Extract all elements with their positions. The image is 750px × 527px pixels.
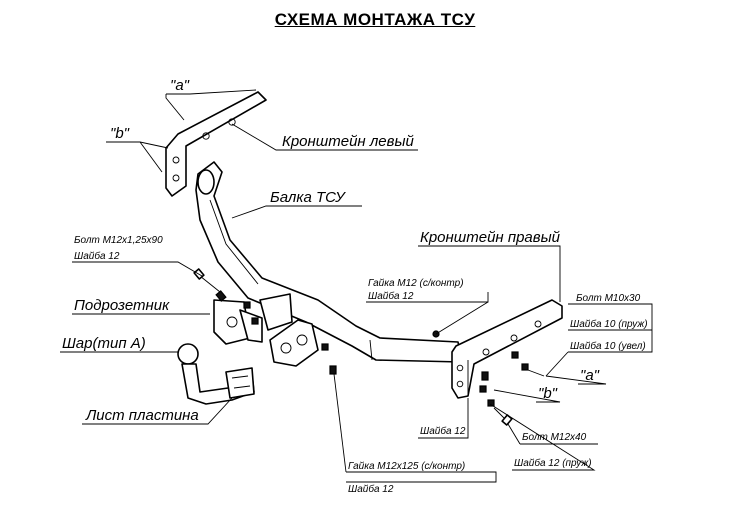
label-beam: Балка ТСУ (270, 189, 346, 206)
label-washer12-mid: Шайба 12 (368, 290, 414, 302)
label-bolt-m10x30: Болт М10х30 (576, 293, 641, 304)
label-nut-m12: Гайка М12 (с/контр) (368, 278, 464, 289)
left-bracket (165, 91, 267, 197)
label-bolt-m12x40: Болт М12х40 (522, 432, 587, 443)
label-nut-m12x125: Гайка М12х125 (с/контр) (348, 461, 465, 472)
labels: "а" "b" Кронштейн левый Балка ТСУ Кроншт… (62, 77, 648, 495)
label-ball: Шар(тип А) (62, 335, 146, 352)
label-socket-holder: Подрозетник (74, 297, 170, 314)
label-washer10-spring: Шайба 10 (пруж) (570, 318, 648, 330)
label-washer12-spring: Шайба 12 (пруж) (514, 457, 592, 469)
label-b-top: "b" (110, 125, 130, 142)
label-washer10-wide: Шайба 10 (увел) (570, 340, 646, 352)
tow-beam (195, 161, 463, 363)
label-bracket-right: Кронштейн правый (420, 229, 561, 246)
label-washer12-bottom: Шайба 12 (420, 425, 466, 437)
diagram-title: СХЕМА МОНТАЖА ТСУ (274, 10, 476, 29)
label-washer12-left: Шайба 12 (74, 250, 120, 262)
label-a-top: "а" (170, 77, 190, 94)
label-b-bottom: "b" (538, 385, 558, 402)
leader-lines (60, 89, 653, 483)
middle-mount (269, 319, 319, 367)
label-bracket-left: Кронштейн левый (282, 133, 415, 150)
label-bolt-m12x125x90: Болт М12х1,25х90 (74, 235, 163, 246)
right-bracket (451, 299, 563, 399)
label-washer12-lower: Шайба 12 (348, 483, 394, 495)
label-a-bottom: "а" (580, 367, 600, 384)
ball-and-plate (177, 343, 255, 405)
label-plate: Лист пластина (85, 407, 199, 424)
